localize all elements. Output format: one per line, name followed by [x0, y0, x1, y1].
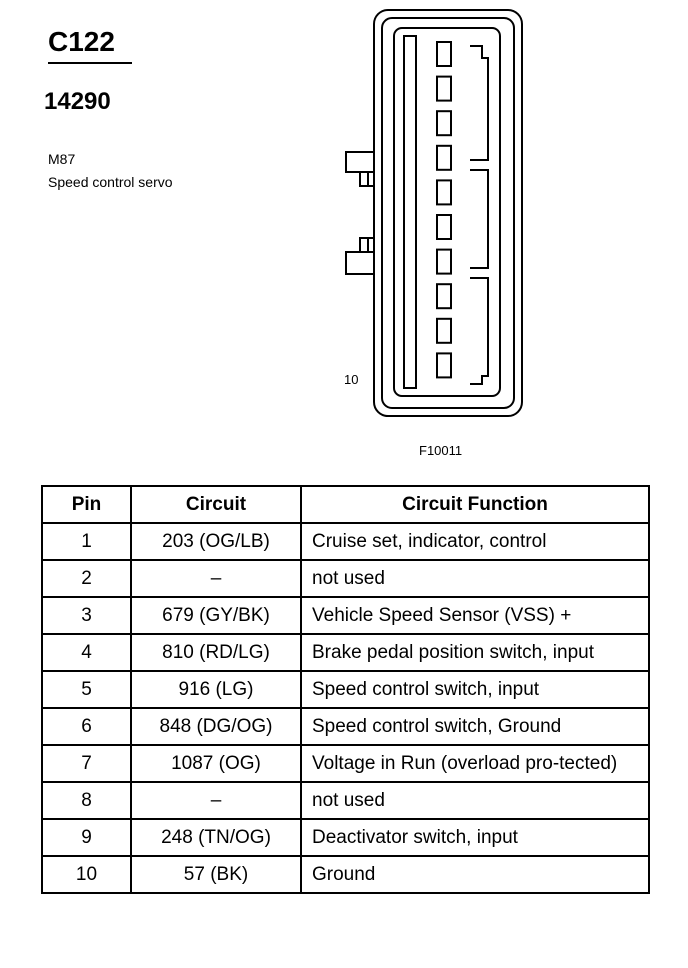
column-header-circuit: Circuit [130, 485, 302, 524]
pin-cavity [436, 248, 452, 275]
circuit-cell: – [130, 559, 302, 598]
pin-number-cell: 9 [41, 818, 132, 857]
table-header-row: Pin Circuit Circuit Function [41, 485, 650, 524]
pin-number-cell: 10 [41, 855, 132, 894]
pin-number-cell: 1 [41, 522, 132, 561]
connector-id: C122 [48, 26, 115, 57]
latch-tab-upper-stem [359, 171, 369, 187]
circuit-cell: 916 (LG) [130, 670, 302, 709]
pin-cavity [436, 283, 452, 310]
table-row: 8 – not used [41, 781, 650, 820]
circuit-function-cell: Cruise set, indicator, control [300, 522, 650, 561]
circuit-cell: 203 (OG/LB) [130, 522, 302, 561]
circuit-cell: 57 (BK) [130, 855, 302, 894]
connector-cavity-wall [393, 27, 501, 397]
pin-cavity [436, 41, 452, 67]
table-row: 7 1087 (OG) Voltage in Run (overload pro… [41, 744, 650, 783]
circuit-function-cell: Ground [300, 855, 650, 894]
latch-tab-upper-stem-2 [367, 171, 375, 187]
pin-number-cell: 7 [41, 744, 132, 783]
connector-inner-shell [381, 17, 515, 409]
latch-tab-lower-stem-2 [367, 237, 375, 253]
latch-tab-upper [345, 151, 375, 173]
connector-key-lower [470, 277, 489, 385]
circuit-cell: 679 (GY/BK) [130, 596, 302, 635]
circuit-cell: 810 (RD/LG) [130, 633, 302, 672]
pin-cavity [436, 179, 452, 206]
table-row: 10 57 (BK) Ground [41, 855, 650, 894]
pin-number-cell: 8 [41, 781, 132, 820]
pin-10-label: 10 [344, 372, 359, 387]
pin-cavities [436, 41, 452, 379]
pin-number-cell: 3 [41, 596, 132, 635]
circuit-function-cell: Speed control switch, Ground [300, 707, 650, 746]
pin-cavity [436, 214, 452, 240]
table-row: 3 679 (GY/BK) Vehicle Speed Sensor (VSS)… [41, 596, 650, 635]
table-row: 9 248 (TN/OG) Deactivator switch, input [41, 818, 650, 857]
table-row: 4 810 (RD/LG) Brake pedal position switc… [41, 633, 650, 672]
circuit-function-cell: not used [300, 781, 650, 820]
latch-tab-lower-stem [359, 237, 369, 253]
circuit-cell: 848 (DG/OG) [130, 707, 302, 746]
pin-cavity [436, 75, 452, 102]
table-row: 5 916 (LG) Speed control switch, input [41, 670, 650, 709]
pin-number-cell: 5 [41, 670, 132, 709]
connector-key-middle [470, 169, 489, 269]
latch-tab-lower [345, 251, 375, 275]
pin-table: Pin Circuit Circuit Function 1 203 (OG/L… [41, 485, 650, 894]
circuit-function-cell: Deactivator switch, input [300, 818, 650, 857]
table-row: 1 203 (OG/LB) Cruise set, indicator, con… [41, 522, 650, 561]
circuit-function-cell: Voltage in Run (overload pro-tected) [300, 744, 650, 783]
pin-number-cell: 4 [41, 633, 132, 672]
connector-key-upper [470, 45, 489, 161]
pin-cavity [436, 352, 452, 379]
connector-id-underline [48, 62, 132, 64]
column-header-pin: Pin [41, 485, 132, 524]
part-number: 14290 [44, 88, 111, 115]
pin-number-cell: 2 [41, 559, 132, 598]
circuit-cell: – [130, 781, 302, 820]
circuit-cell: 248 (TN/OG) [130, 818, 302, 857]
component-code: M87 [48, 151, 76, 167]
connector-outer-shell [373, 9, 523, 417]
connector-face-diagram [345, 9, 523, 417]
pin-cavity [436, 317, 452, 344]
circuit-cell: 1087 (OG) [130, 744, 302, 783]
table-row: 2 – not used [41, 559, 650, 598]
figure-id: F10011 [419, 443, 463, 458]
circuit-function-cell: Brake pedal position switch, input [300, 633, 650, 672]
pin-cavity [436, 110, 452, 137]
pin-cavity [436, 144, 452, 171]
circuit-function-cell: not used [300, 559, 650, 598]
component-name: Speed control servo [48, 174, 173, 190]
connector-lock-rib [403, 35, 417, 389]
table-row: 6 848 (DG/OG) Speed control switch, Grou… [41, 707, 650, 746]
column-header-circuit-function: Circuit Function [300, 485, 650, 524]
circuit-function-cell: Vehicle Speed Sensor (VSS) + [300, 596, 650, 635]
circuit-function-cell: Speed control switch, input [300, 670, 650, 709]
pin-number-cell: 6 [41, 707, 132, 746]
